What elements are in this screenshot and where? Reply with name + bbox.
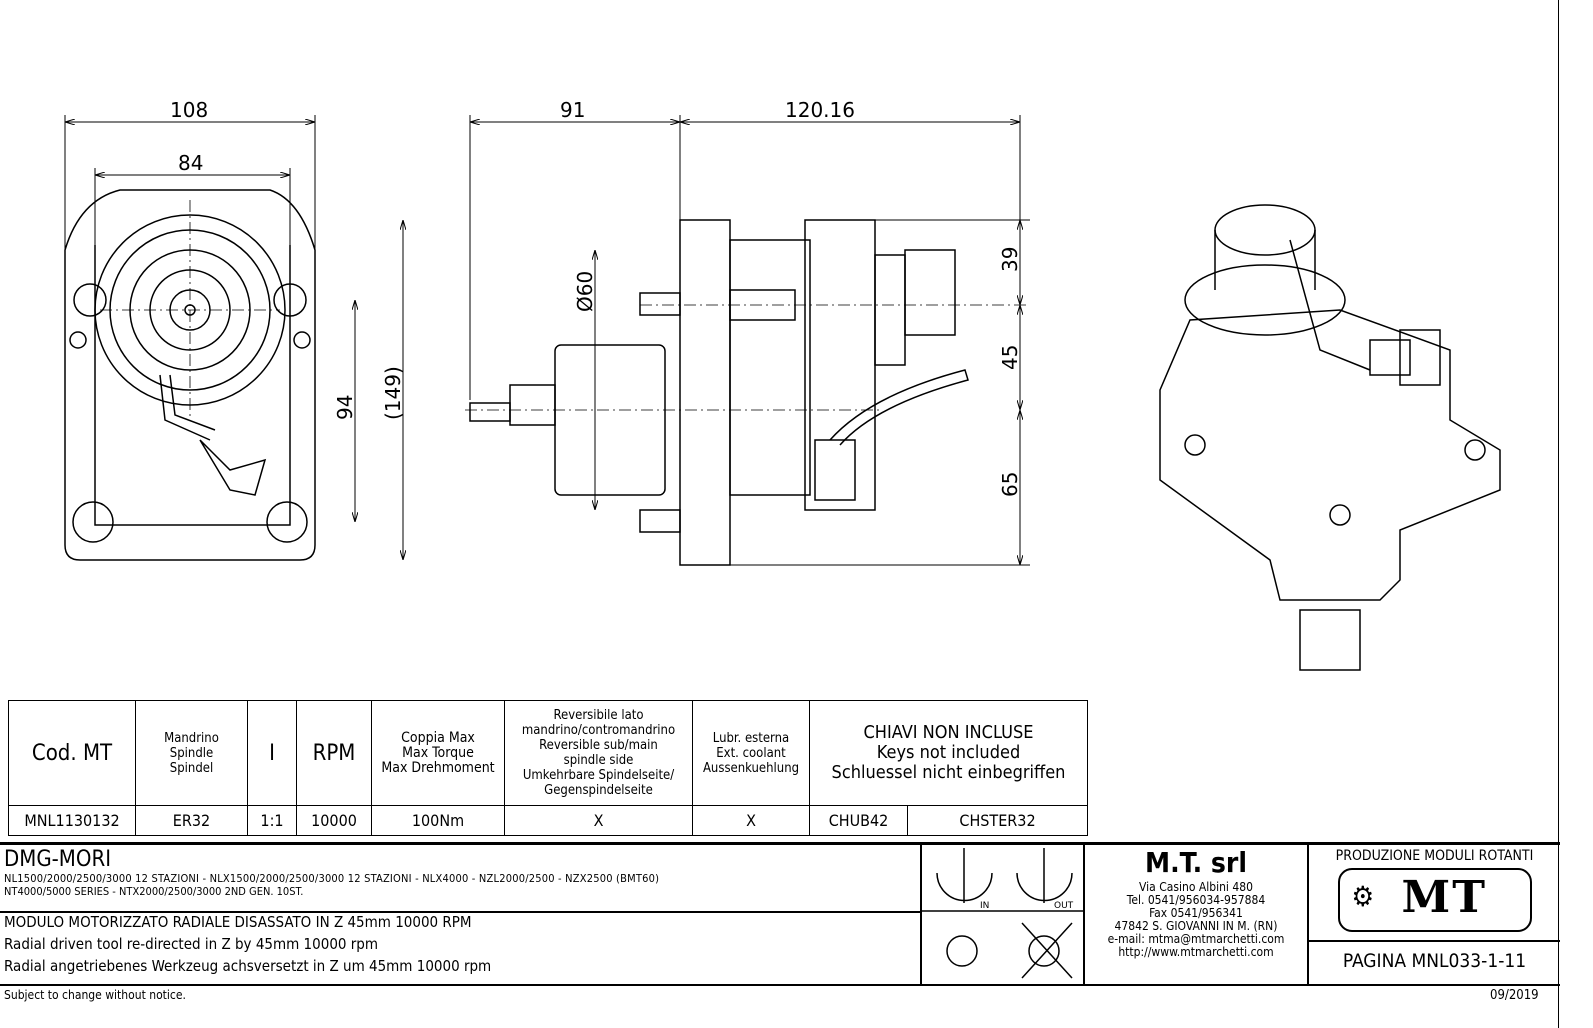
company-tel: Tel. 0541/956034-957884 [1126, 893, 1266, 907]
cell-key1: CHUB42 [809, 805, 908, 836]
desc-italian: MODULO MOTORIZZATO RADIALE DISASSATO IN … [4, 913, 472, 931]
company-city: 47842 S. GIOVANNI IN M. (RN) [1114, 919, 1278, 933]
page-code: PAGINA MNL033-1-11 [1309, 940, 1560, 972]
company-address: Via Casino Albini 480 [1139, 880, 1253, 894]
cell-coolant: X [692, 805, 810, 836]
page-border [1558, 0, 1559, 1028]
title-block-top-rule [0, 842, 1560, 845]
cell-code: MNL1130132 [8, 805, 136, 836]
icon-out-label: OUT [1054, 901, 1074, 911]
company-fax: Fax 0541/956341 [1149, 906, 1243, 920]
models-line-2: NT4000/5000 SERIES - NTX2000/2500/3000 2… [4, 885, 304, 898]
disclaimer: Subject to change without notice. [4, 988, 186, 1002]
production-heading: PRODUZIONE MODULI ROTANTI [1335, 848, 1534, 864]
title-block-description: MODULO MOTORIZZATO RADIALE DISASSATO IN … [0, 911, 922, 986]
cell-spindle: ER32 [135, 805, 248, 836]
dim-side-91: 91 [560, 98, 585, 122]
dim-front-width: 108 [170, 98, 208, 122]
footer-rule [0, 984, 1560, 986]
cell-torque: 100Nm [371, 805, 505, 836]
icon-in-label: IN [980, 901, 989, 911]
title-block-machines: DMG-MORI NL1500/2000/2500/3000 12 STAZIO… [0, 843, 922, 913]
header-code: Cod. MT [8, 700, 136, 806]
dim-side-45: 45 [998, 345, 1022, 370]
cell-reversible: X [504, 805, 693, 836]
side-view [465, 219, 1030, 566]
dim-front-height-149: (149) [381, 366, 405, 420]
technical-drawing: 108 84 94 (149) 91 120.16 Ø60 39 45 65 [64, 98, 1501, 671]
dim-diameter: Ø60 [573, 271, 597, 312]
revision-date: 09/2019 [1490, 988, 1539, 1003]
company-name: M.T. srl [1145, 846, 1247, 879]
rotation-icons: IN OUT [920, 843, 1085, 986]
header-ratio: I [247, 700, 297, 806]
models-line-1: NL1500/2000/2500/3000 12 STAZIONI - NLX1… [4, 872, 660, 885]
logo-text: MT [1401, 872, 1487, 923]
dim-front-height-94: 94 [333, 395, 357, 420]
desc-german: Radial angetriebenes Werkzeug achsverset… [4, 957, 492, 975]
dim-side-65: 65 [998, 472, 1022, 497]
production-block: PRODUZIONE MODULI ROTANTI ⚙ MT PAGINA MN… [1307, 843, 1560, 986]
dim-side-39: 39 [998, 247, 1022, 272]
front-view [64, 189, 316, 561]
company-block: M.T. srl Via Casino Albini 480 Tel. 0541… [1083, 843, 1309, 986]
cell-rpm: 10000 [296, 805, 372, 836]
mt-logo: ⚙ MT [1337, 868, 1532, 932]
dimension-lines [64, 115, 1030, 566]
brand: DMG-MORI [4, 847, 112, 872]
company-email[interactable]: e-mail: mtma@mtmarchetti.com [1107, 932, 1285, 946]
cell-ratio: 1:1 [247, 805, 297, 836]
header-rpm: RPM [296, 700, 372, 806]
desc-english: Radial driven tool re-directed in Z by 4… [4, 935, 379, 953]
dim-side-120: 120.16 [785, 98, 855, 122]
cell-key2: CHSTER32 [907, 805, 1088, 836]
isometric-view [1159, 204, 1501, 671]
logo-module-icon: ⚙ [1351, 880, 1375, 913]
dim-front-inner-width: 84 [178, 151, 203, 175]
rotation-direction-icon: IN OUT [922, 848, 1083, 979]
spec-data-row: MNL1130132 ER32 1:1 10000 100Nm X X CHUB… [8, 805, 1088, 836]
company-website[interactable]: http://www.mtmarchetti.com [1118, 945, 1274, 959]
